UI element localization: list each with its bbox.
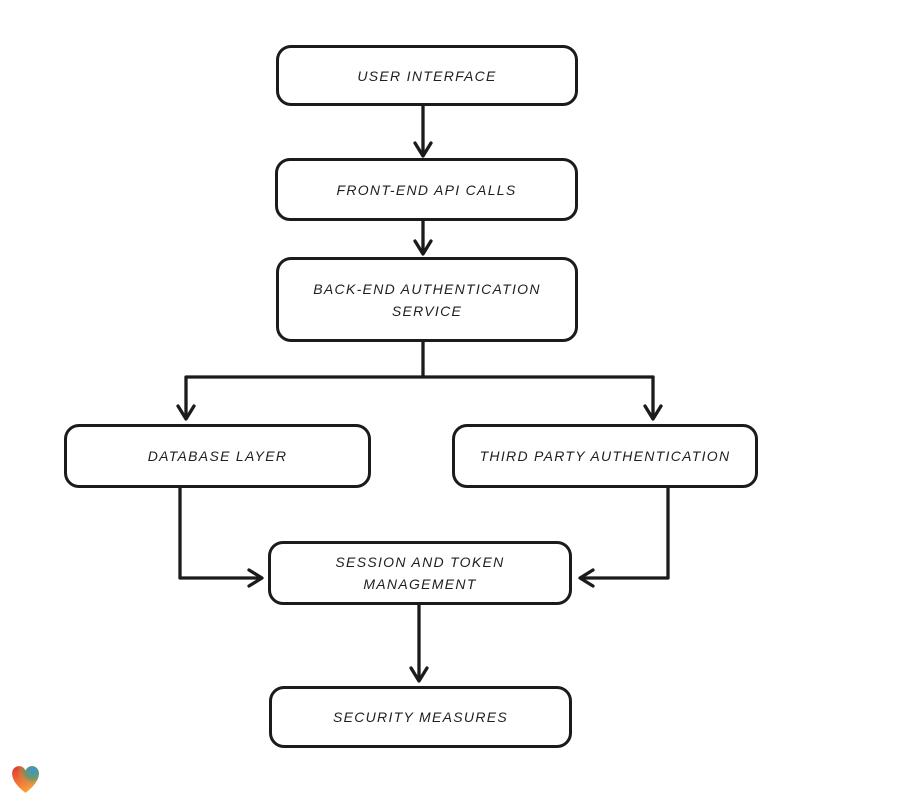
node-label-line-1: SESSION AND TOKEN [335, 554, 505, 570]
edge-back-end-authentication-service-to-third-party-authentication [643, 375, 663, 421]
node-front-end-api-calls[interactable]: FRONT-END API CALLS [275, 158, 578, 221]
node-label: THIRD PARTY AUTHENTICATION [479, 448, 731, 464]
node-security-measures[interactable]: SECURITY MEASURES [269, 686, 572, 748]
edge-session-and-token-management-to-security-measures [409, 603, 429, 683]
node-label-line-2: SERVICE [391, 302, 463, 319]
node-third-party-authentication[interactable]: THIRD PARTY AUTHENTICATION [452, 424, 758, 488]
node-user-interface[interactable]: USER INTERFACE [276, 45, 578, 106]
node-label-line-2: MANAGEMENT [363, 576, 477, 592]
node-session-and-token-management[interactable]: SESSION AND TOKEN MANAGEMENT [268, 541, 572, 605]
edge-front-end-api-calls-to-back-end-authentication-service [413, 219, 433, 256]
edge-third-party-authentication-to-session-and-token-management [578, 486, 670, 588]
heart-shape-overlay [12, 766, 39, 793]
edge-back-end-authentication-service-to-database-layer [176, 340, 655, 421]
edge-database-layer-to-session-and-token-management [178, 486, 264, 588]
node-label: SECURITY MEASURES [332, 709, 509, 725]
node-database-layer[interactable]: DATABASE LAYER [64, 424, 371, 488]
node-label: USER INTERFACE [357, 67, 497, 84]
edge-user-interface-to-front-end-api-calls [413, 104, 433, 158]
node-back-end-authentication-service[interactable]: BACK-END AUTHENTICATION SERVICE [276, 257, 578, 342]
node-label-line-1: BACK-END AUTHENTICATION [313, 280, 541, 297]
heart-logo[interactable] [9, 763, 42, 796]
node-label: DATABASE LAYER [147, 448, 288, 464]
node-label: FRONT-END API CALLS [336, 181, 517, 198]
